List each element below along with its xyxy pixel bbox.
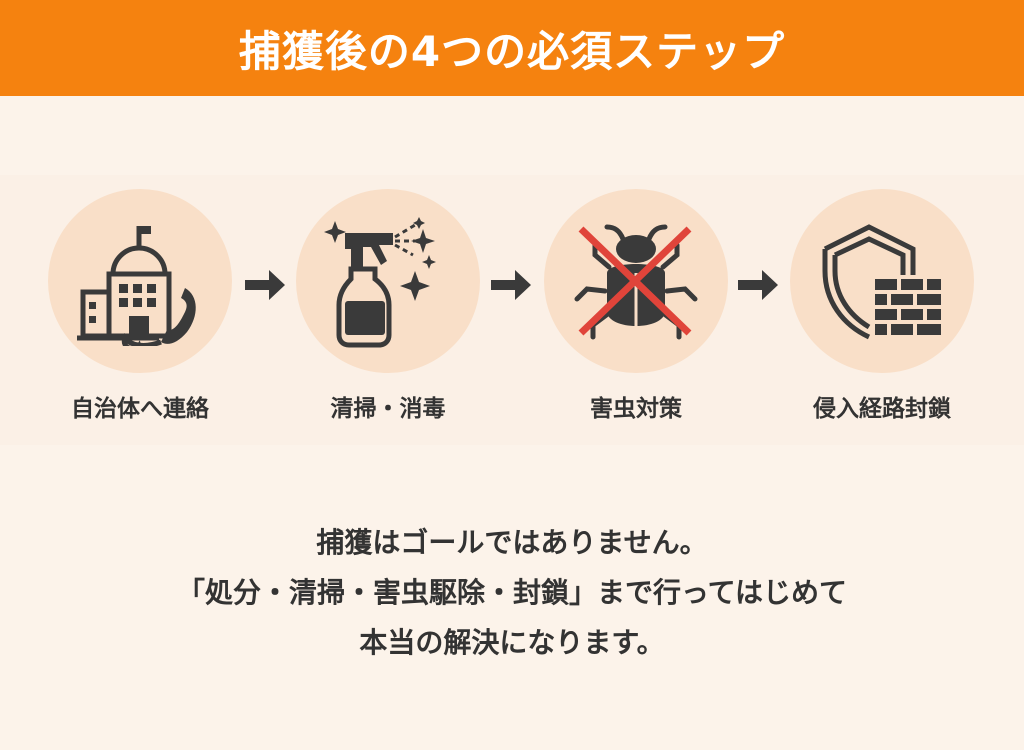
step-circle: [790, 189, 974, 373]
step-circle: [296, 189, 480, 373]
step-pest-control: 害虫対策: [544, 189, 728, 422]
header-banner: 捕獲後の4つの必須ステップ: [0, 0, 1024, 96]
summary-message: 捕獲はゴールではありません。 「処分・清掃・害虫駆除・封鎖」まで行ってはじめて …: [0, 518, 1024, 668]
step-label: 害虫対策: [590, 396, 682, 422]
page-title: 捕獲後の4つの必須ステップ: [238, 26, 786, 76]
step-seal-entry-routes: 侵入経路封鎖: [790, 189, 974, 422]
message-line: 本当の解決になります。: [359, 626, 665, 659]
city-hall-phone-icon: [77, 226, 196, 346]
step-circle: [48, 189, 232, 373]
step-circle: [544, 189, 728, 373]
arrow-right-icon: [245, 270, 285, 300]
step-contact-municipality: 自治体へ連絡: [48, 189, 232, 422]
arrow-right-icon: [491, 270, 531, 300]
step-label: 清掃・消毒: [330, 396, 446, 422]
step-label: 侵入経路封鎖: [813, 396, 951, 422]
spray-bottle-icon: [324, 217, 436, 348]
step-label: 自治体へ連絡: [71, 396, 209, 422]
message-line: 捕獲はゴールではありません。: [316, 526, 708, 559]
crossed-bug-icon: [574, 224, 698, 340]
step-cleaning-disinfection: 清掃・消毒: [296, 189, 480, 422]
message-line: 「処分・清掃・害虫駆除・封鎖」まで行ってはじめて: [176, 576, 848, 609]
shield-brick-wall-icon: [822, 224, 941, 340]
arrow-right-icon: [738, 270, 778, 300]
